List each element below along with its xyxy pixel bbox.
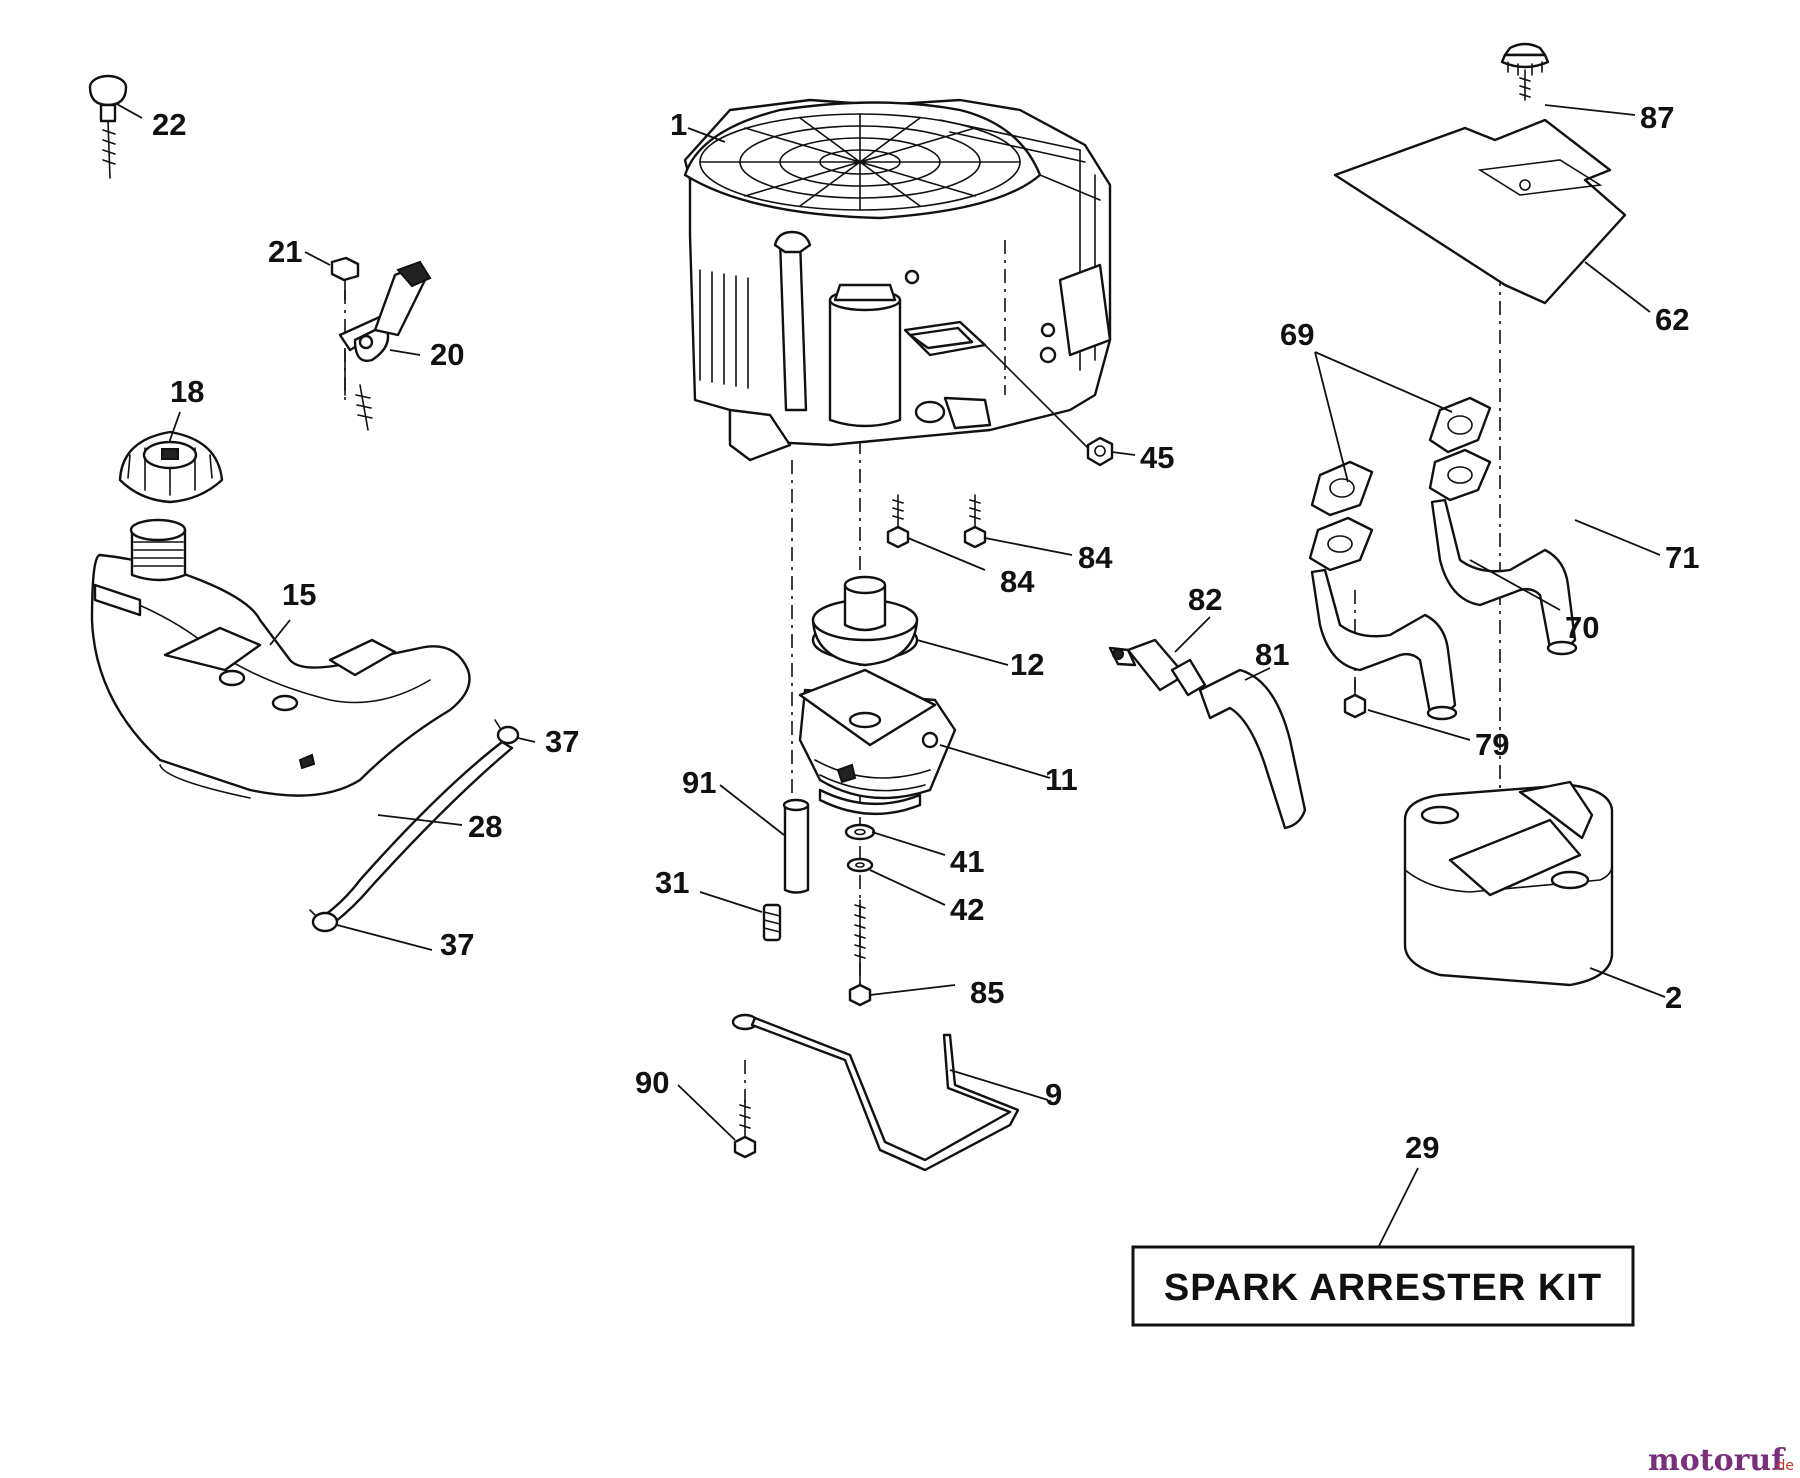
callout-1: 1 — [670, 107, 687, 142]
callout-22: 22 — [152, 107, 186, 142]
callout-45: 45 — [1140, 440, 1174, 475]
svg-text:motoruf: motoruf — [1648, 1443, 1786, 1478]
part-12-pulley — [811, 575, 919, 667]
part-1-engine — [683, 98, 1112, 462]
part-11-clutch — [798, 668, 957, 816]
engine-air-grille — [699, 113, 1021, 211]
spark-arrester-kit-label: SPARK ARRESTER KIT — [1164, 1267, 1602, 1309]
part-45-nut — [984, 344, 1114, 467]
part-69-gasket-upper — [1428, 396, 1492, 454]
part-2-muffler — [1403, 780, 1614, 987]
callout-70: 70 — [1565, 610, 1599, 645]
callout-15: 15 — [282, 577, 316, 612]
callout-84-right: 84 — [1078, 540, 1113, 575]
part-85-bolt — [848, 899, 872, 1007]
callout-11: 11 — [1045, 762, 1078, 797]
callout-labels: 1 2 9 11 12 15 18 20 21 22 28 29 31 37 3… — [152, 100, 1699, 1165]
callout-18: 18 — [170, 374, 204, 409]
spark-arrester-kit-box: SPARK ARRESTER KIT — [1131, 1245, 1635, 1327]
callout-37-lower: 37 — [440, 927, 474, 962]
callout-91: 91 — [682, 765, 716, 800]
callout-81: 81 — [1255, 637, 1289, 672]
callout-12: 12 — [1010, 647, 1044, 682]
callout-87: 87 — [1640, 100, 1674, 135]
callout-82: 82 — [1188, 582, 1222, 617]
svg-text:.de: .de — [1772, 1458, 1794, 1474]
callout-37-upper: 37 — [545, 724, 579, 759]
part-84-bolt-left — [886, 494, 910, 549]
callout-9: 9 — [1045, 1077, 1062, 1112]
part-81-hose — [1198, 668, 1307, 830]
part-90-bolt — [733, 1099, 757, 1159]
part-9-rod — [731, 1013, 1020, 1172]
callout-62: 62 — [1655, 302, 1689, 337]
callout-71: 71 — [1665, 540, 1699, 575]
callout-84-left: 84 — [1000, 564, 1035, 599]
callout-20: 20 — [430, 337, 464, 372]
callout-31: 31 — [655, 865, 689, 900]
callout-79: 79 — [1475, 727, 1509, 762]
callout-69: 69 — [1280, 317, 1314, 352]
callout-2: 2 — [1665, 980, 1682, 1015]
part-20-throttle-control — [338, 260, 432, 431]
watermark-logo: motoruf .de — [1648, 1443, 1794, 1478]
callout-29: 29 — [1405, 1130, 1439, 1165]
callout-28: 28 — [468, 809, 502, 844]
leader-lines — [114, 102, 1666, 1249]
callout-42: 42 — [950, 892, 984, 927]
part-15-fuel-tank — [90, 518, 471, 799]
callout-85: 85 — [970, 975, 1004, 1010]
part-87-flange-bolt — [1500, 42, 1550, 101]
part-79-screw — [1343, 679, 1367, 719]
part-71-exhaust-pipe — [1428, 448, 1578, 656]
callout-41: 41 — [950, 844, 984, 879]
part-82-fuel-fitting — [1108, 638, 1207, 697]
part-91-spacer — [782, 798, 810, 894]
part-41-washer — [844, 823, 876, 841]
part-84-bolt-right — [963, 494, 987, 549]
part-18-fuel-cap — [118, 430, 224, 504]
part-22-knob — [88, 74, 128, 179]
callout-21: 21 — [268, 234, 302, 269]
part-62-heat-shield — [1333, 118, 1627, 305]
part-31-spring — [762, 903, 782, 942]
part-42-lock-washer — [846, 857, 874, 873]
part-37-clamp-lower — [309, 909, 339, 933]
part-21-screw — [330, 256, 360, 301]
part-70-exhaust-pipe — [1308, 516, 1458, 721]
callout-90: 90 — [635, 1065, 669, 1100]
part-69-gasket-lower — [1310, 460, 1374, 517]
part-37-clamp-upper — [494, 719, 520, 745]
